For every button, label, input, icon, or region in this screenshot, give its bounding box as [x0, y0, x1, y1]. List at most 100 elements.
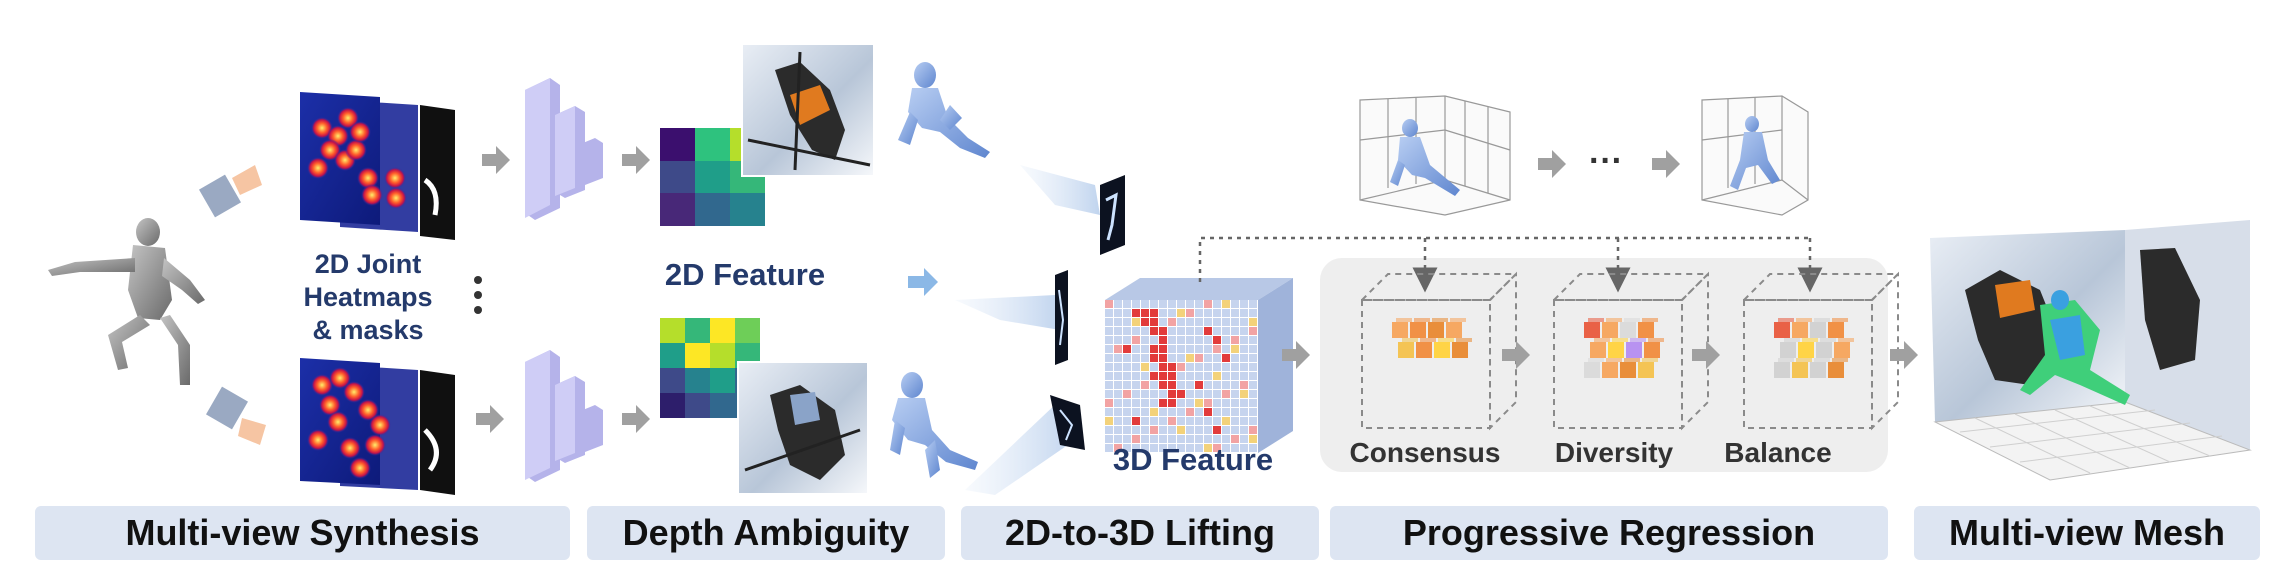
- volume-voxel: [1222, 435, 1230, 443]
- cube-voxel: [1590, 342, 1606, 358]
- cube-voxel: [1410, 322, 1426, 338]
- cube-voxel-top: [1414, 318, 1430, 322]
- volume-voxel: [1186, 390, 1194, 398]
- cube-voxel: [1626, 342, 1642, 358]
- volume-voxel: [1141, 390, 1149, 398]
- arrow-heatmap-to-network-top: [482, 146, 510, 174]
- volume-voxel: [1177, 390, 1185, 398]
- cube-voxel: [1416, 342, 1432, 358]
- volume-voxel: [1240, 327, 1248, 335]
- volume-voxel: [1114, 417, 1122, 425]
- volume-voxel: [1150, 372, 1158, 380]
- volume-voxel: [1204, 354, 1212, 362]
- volume-voxel: [1240, 372, 1248, 380]
- volume-voxel: [1168, 390, 1176, 398]
- volume-voxel: [1159, 300, 1167, 308]
- volume-voxel: [1141, 399, 1149, 407]
- volume-voxel: [1222, 354, 1230, 362]
- volume-voxel: [1159, 399, 1167, 407]
- grid-body-right: [1730, 116, 1780, 190]
- volume-voxel: [1123, 390, 1131, 398]
- volume-voxel: [1114, 408, 1122, 416]
- blue-body-top: [898, 62, 990, 158]
- volume-voxel: [1168, 426, 1176, 434]
- volume-voxel: [1105, 417, 1113, 425]
- volume-voxel: [1141, 300, 1149, 308]
- arrow-volume-to-regression: [1282, 341, 1310, 369]
- volume-voxel: [1159, 444, 1167, 452]
- volume-voxel: [1222, 300, 1230, 308]
- arrow-consensus-to-diversity: [1502, 341, 1530, 369]
- blue-arrow-icon: [908, 268, 938, 296]
- volume-voxel: [1159, 435, 1167, 443]
- cube-voxel-top: [1784, 338, 1800, 342]
- volume-voxel: [1186, 417, 1194, 425]
- volume-voxel: [1141, 345, 1149, 353]
- silhouette-panels: [1050, 175, 1125, 450]
- cube-voxel-top: [1588, 318, 1604, 322]
- volume-voxel: [1213, 417, 1221, 425]
- cube-voxel-top: [1630, 338, 1646, 342]
- cube-voxel-top: [1606, 318, 1622, 322]
- cube-voxel-top: [1588, 358, 1604, 362]
- volume-voxel: [1105, 327, 1113, 335]
- volume-voxel: [1249, 435, 1257, 443]
- cube-voxel: [1816, 342, 1832, 358]
- volume-voxel: [1204, 318, 1212, 326]
- cube-voxel-top: [1820, 338, 1836, 342]
- volume-voxel: [1231, 426, 1239, 434]
- volume-voxel: [1213, 354, 1221, 362]
- cube-voxel: [1810, 322, 1826, 338]
- volume-voxel: [1159, 363, 1167, 371]
- volume-voxel: [1249, 426, 1257, 434]
- volume-voxel: [1186, 372, 1194, 380]
- volume-voxel: [1168, 417, 1176, 425]
- volume-voxel: [1195, 372, 1203, 380]
- volume-voxel: [1159, 354, 1167, 362]
- feature2d-label: 2D Feature: [665, 257, 825, 292]
- volume-voxel: [1114, 444, 1122, 452]
- diversity-label: Diversity: [1555, 437, 1674, 468]
- volume-voxel: [1177, 354, 1185, 362]
- volume-voxel: [1132, 444, 1140, 452]
- volume-voxel: [1204, 309, 1212, 317]
- balance-label: Balance: [1724, 437, 1831, 468]
- arrow-regression-to-mesh: [1890, 341, 1918, 369]
- cube-voxel-top: [1396, 318, 1412, 322]
- cube-front-edge: [1553, 299, 1683, 429]
- cube-voxel: [1644, 342, 1660, 358]
- volume-voxel: [1177, 408, 1185, 416]
- cube-top-edge: [1551, 273, 1711, 301]
- heatmaps-label-line1: 2D Joint: [315, 249, 422, 279]
- volume-voxel: [1150, 408, 1158, 416]
- volume-voxel: [1240, 444, 1248, 452]
- volume-voxel: [1204, 363, 1212, 371]
- volume-voxel: [1231, 318, 1239, 326]
- volume-voxel: [1204, 399, 1212, 407]
- volume-voxel: [1195, 327, 1203, 335]
- volume-voxel: [1159, 327, 1167, 335]
- volume-voxel: [1177, 444, 1185, 452]
- volume-voxel: [1141, 363, 1149, 371]
- heatmap-stack-top: [300, 92, 455, 240]
- volume-voxel: [1168, 444, 1176, 452]
- volume-voxel: [1114, 309, 1122, 317]
- stage-label-depth-ambiguity: Depth Ambiguity: [587, 506, 945, 560]
- volume-voxel: [1186, 381, 1194, 389]
- volume-voxel: [1177, 345, 1185, 353]
- volume-voxel: [1195, 390, 1203, 398]
- volume-voxel: [1204, 408, 1212, 416]
- volume-voxel: [1240, 426, 1248, 434]
- volume-voxel: [1249, 372, 1257, 380]
- volume-voxel: [1186, 426, 1194, 434]
- volume-voxel: [1177, 417, 1185, 425]
- volume-voxel: [1141, 372, 1149, 380]
- volume-voxel: [1186, 399, 1194, 407]
- stage-label-progressive-regression: Progressive Regression: [1330, 506, 1888, 560]
- volume-voxel: [1114, 381, 1122, 389]
- volume-voxel: [1222, 444, 1230, 452]
- regression-arrow-top-left: [1538, 150, 1566, 178]
- volume-voxel: [1177, 309, 1185, 317]
- volume-voxel: [1141, 417, 1149, 425]
- volume-voxel: [1168, 300, 1176, 308]
